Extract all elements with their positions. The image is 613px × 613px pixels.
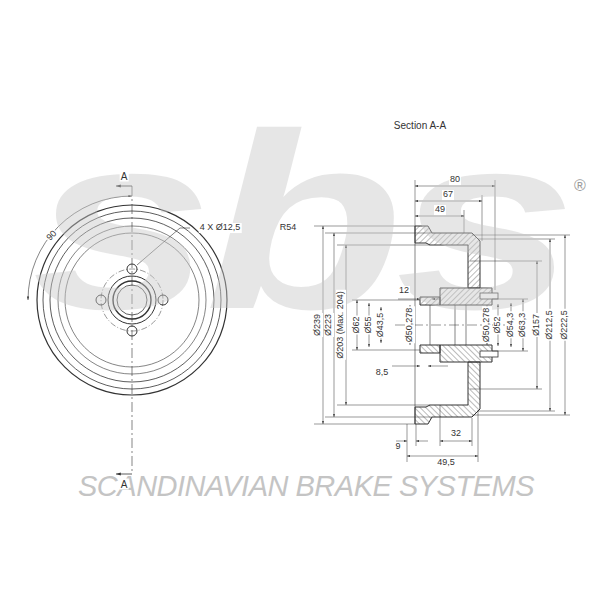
diameter-dimension: Ø239	[313, 313, 323, 337]
diameter-dimension: Ø223	[324, 313, 334, 337]
section-letter: A	[120, 171, 129, 182]
dimension: 8,5	[375, 368, 390, 378]
dimension: 80	[449, 175, 461, 185]
dimension: 12	[398, 286, 410, 296]
hole-spec: 4 X Ø12,5	[199, 223, 242, 233]
section-title: Section A-A	[393, 120, 447, 131]
dimension: 67	[442, 190, 454, 200]
dimension: 9	[394, 442, 401, 452]
diameter-dimension: Ø50,278	[405, 307, 415, 344]
diameter-dimension: Ø62	[352, 315, 362, 334]
diameter-dimension: Ø52	[493, 315, 503, 334]
dimension: 32	[450, 429, 462, 439]
diameter-dimension: Ø203 (Max. 204)	[336, 290, 346, 360]
diameter-dimension: Ø55	[364, 315, 374, 334]
diameter-dimension: Ø50,278	[482, 307, 492, 344]
diameter-dimension: Ø222,5	[560, 309, 570, 341]
dimension: 49	[434, 205, 446, 215]
diameter-dimension: Ø212,5	[545, 309, 555, 341]
diameter-dimension: Ø157	[532, 313, 542, 337]
diameter-dimension: Ø63,3	[518, 312, 528, 339]
brand-name: SCANDINAVIAN BRAKE SYSTEMS	[77, 471, 535, 503]
diameter-dimension: Ø54,3	[506, 312, 516, 339]
hole-radius: R54	[279, 223, 298, 233]
registered-mark: ®	[573, 177, 587, 195]
section-letter: A	[120, 479, 129, 490]
diameter-dimension: Ø43,5	[376, 312, 386, 339]
dimension: 49,5	[436, 458, 456, 468]
